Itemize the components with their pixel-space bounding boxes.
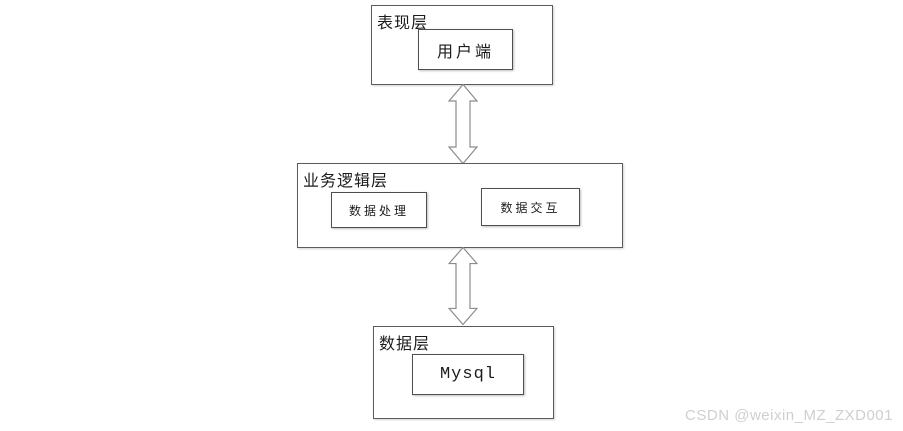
double-arrow-icon [448,84,478,164]
node-data-processing-label: 数据处理 [348,203,409,218]
node-data-interaction: 数据交互 [481,188,580,226]
double-arrow-icon [448,247,478,325]
node-data-interaction-label: 数据交互 [500,200,561,215]
node-client-label: 用户端 [436,43,494,61]
layer-box-presentation: 表现层 [371,5,553,85]
node-client: 用户端 [418,29,513,70]
node-mysql: Mysql [412,354,524,395]
csdn-watermark: CSDN @weixin_MZ_ZXD001 [685,407,893,424]
layer-label-business-logic: 业务逻辑层 [303,173,389,190]
node-mysql-label: Mysql [439,365,496,384]
layer-label-presentation: 表现层 [377,15,429,32]
node-data-processing: 数据处理 [331,192,427,228]
layer-label-data: 数据层 [379,336,431,353]
